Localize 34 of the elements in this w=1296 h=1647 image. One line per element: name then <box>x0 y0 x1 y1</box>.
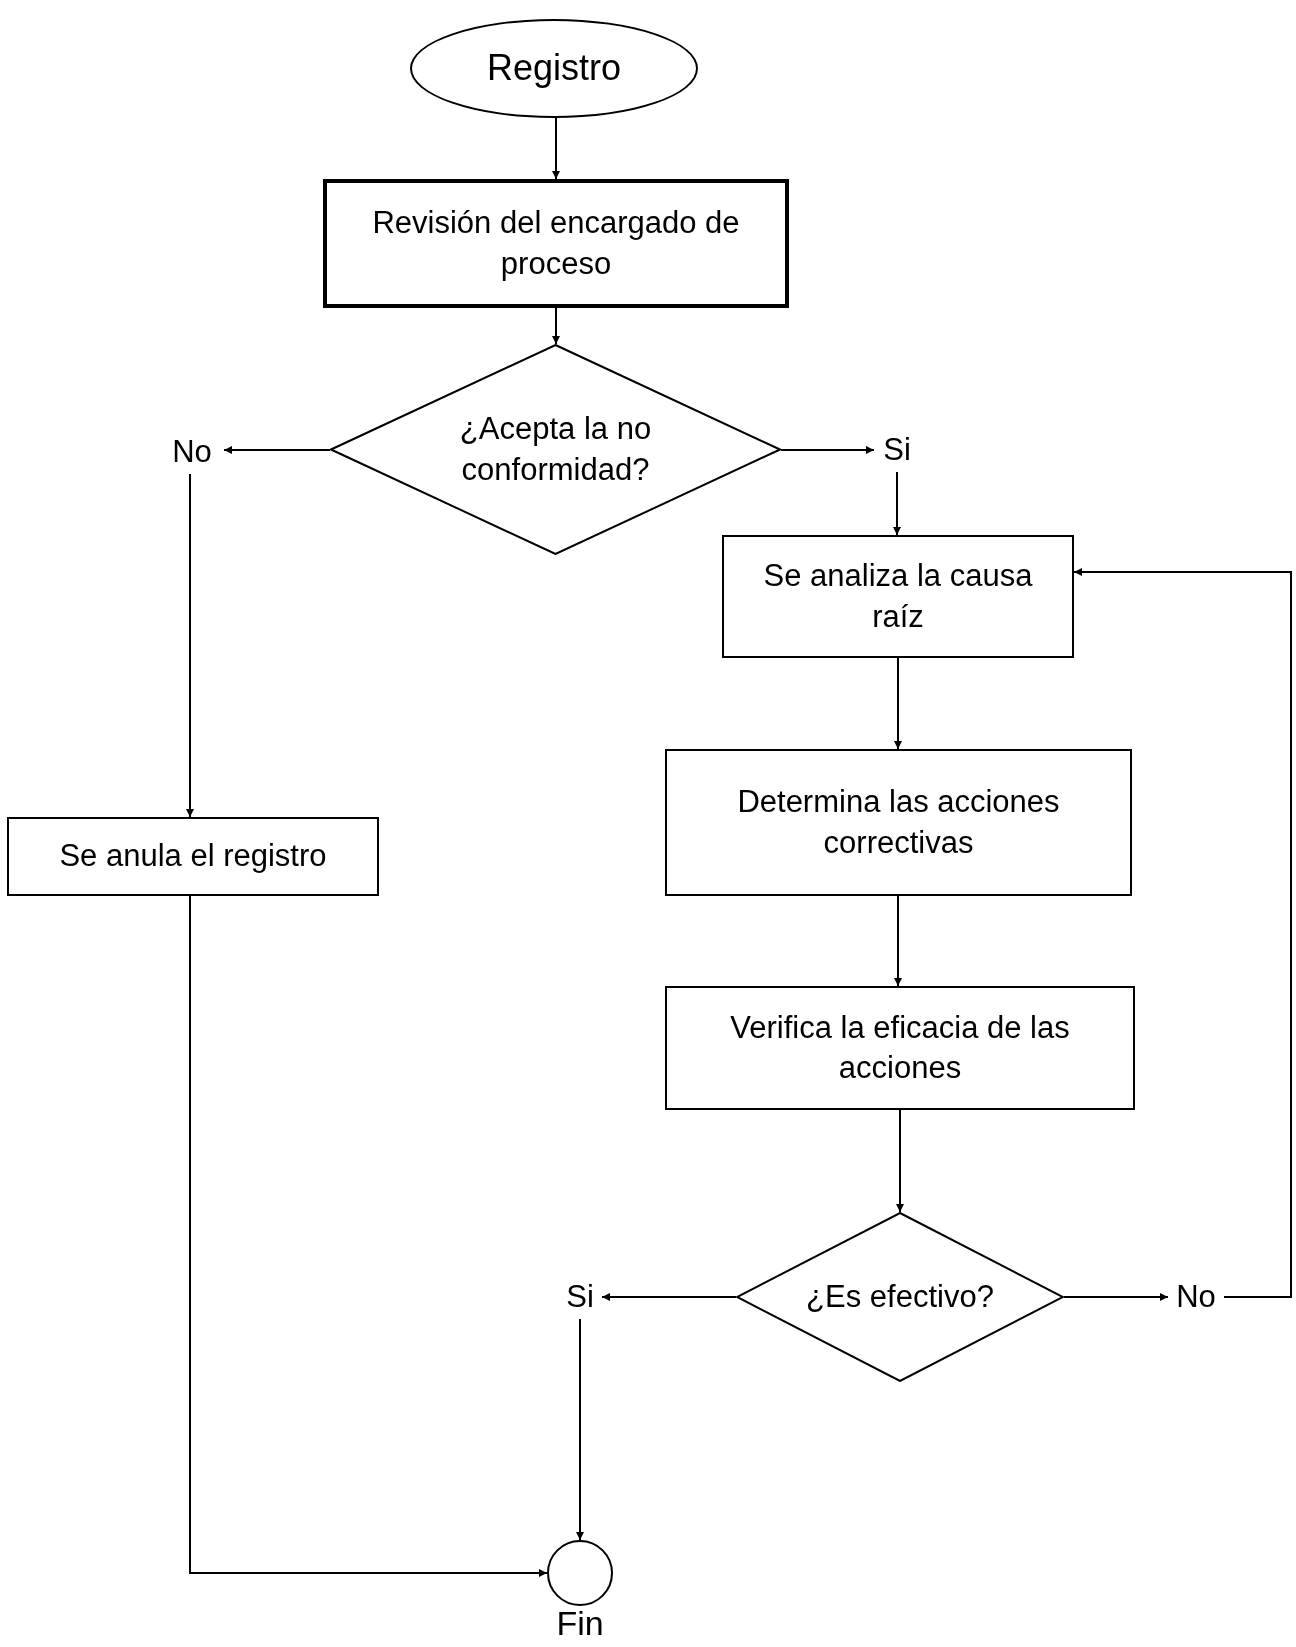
arrow <box>186 473 194 818</box>
arrow <box>552 307 560 345</box>
process-box <box>665 749 1132 896</box>
process-box <box>323 179 789 308</box>
node-label: No <box>172 432 212 471</box>
arrow <box>189 895 548 1577</box>
node-label: Revisión del encargado de proceso <box>371 204 741 283</box>
node-label: Se analiza la causa raíz <box>762 557 1034 636</box>
arrow <box>894 895 902 987</box>
node-label: Se anula el registro <box>59 837 327 876</box>
node-label: No <box>1176 1277 1216 1316</box>
arrow <box>552 117 560 180</box>
arrow <box>601 1293 737 1301</box>
process-box <box>722 535 1074 658</box>
arrow <box>893 471 901 536</box>
node-label: Determina las acciones correctivas <box>736 783 1061 862</box>
process-box <box>7 817 379 896</box>
arrow <box>576 1318 584 1541</box>
arrow <box>780 446 875 454</box>
node-label: Fin <box>556 1606 604 1640</box>
node-label: Registro <box>486 46 622 91</box>
node-label: Verifica la eficacia de las acciones <box>729 1008 1071 1087</box>
arrow <box>1073 568 1292 1298</box>
node-label: ¿Es efectivo? <box>806 1277 994 1316</box>
decision-diamond <box>330 344 781 555</box>
decision-diamond <box>736 1212 1064 1382</box>
node-label: ¿Acepta la no conformidad? <box>458 410 653 489</box>
node-label: Si <box>566 1277 594 1316</box>
arrow <box>896 1109 904 1213</box>
arrow <box>894 657 902 750</box>
arrow <box>223 446 331 454</box>
node-label: Si <box>883 430 911 469</box>
arrow <box>1063 1293 1169 1301</box>
process-box <box>665 986 1135 1110</box>
